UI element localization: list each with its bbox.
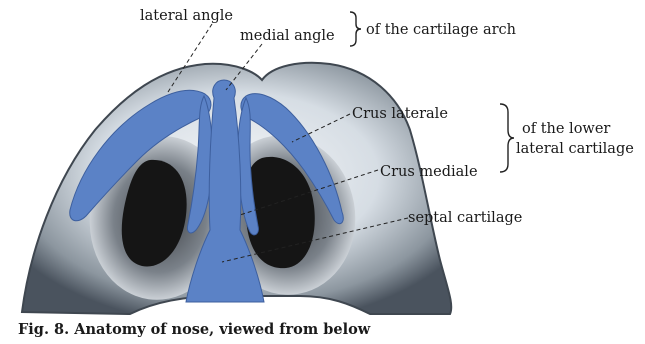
label-crus-laterale: Crus laterale xyxy=(352,106,448,122)
label-crus-mediale: Crus mediale xyxy=(380,164,478,180)
brace-cartilage-arch xyxy=(350,12,361,46)
figure-caption: Fig. 8. Anatomy of nose, viewed from bel… xyxy=(18,321,371,338)
label-septal-cartilage: septal cartilage xyxy=(408,210,522,226)
label-cartilage-arch: of the cartilage arch xyxy=(366,22,516,38)
label-medial-angle: medial angle xyxy=(240,28,335,44)
label-lateral-angle: lateral angle xyxy=(140,8,233,24)
label-lower-lateral-2: lateral cartilage xyxy=(516,141,634,157)
brace-lower-lateral xyxy=(500,104,514,172)
label-lower-lateral-1: of the lower xyxy=(522,121,610,137)
